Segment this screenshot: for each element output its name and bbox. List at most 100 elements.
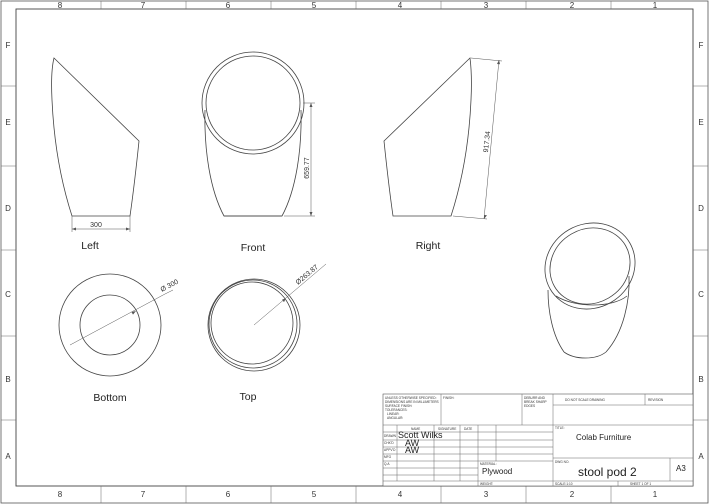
grid-column-labels-bottom: 8 7 6 5 4 3 2 1 — [58, 490, 658, 499]
grid-row-d: D — [5, 204, 11, 213]
top-diameter-value: Ø263.87 — [295, 264, 320, 287]
top-view-label: Top — [240, 391, 257, 403]
sheet-size: A3 — [676, 464, 686, 473]
svg-text:BREAK SHARP: BREAK SHARP — [524, 400, 547, 404]
top-view-inner — [210, 281, 294, 365]
weight-label: WEIGHT: — [480, 482, 493, 486]
grid-col-6: 6 — [226, 490, 231, 499]
grid-column-labels-top: 8 7 6 5 4 3 2 1 — [58, 1, 658, 10]
bottom-diameter-dimension: Ø 300 — [69, 279, 180, 346]
grid-row-f: F — [699, 41, 704, 50]
front-view-rim-outer — [201, 51, 305, 155]
deburr-note: DEBURR AND BREAK SHARP EDGES — [524, 396, 547, 408]
front-view: 659.77 Front — [201, 51, 315, 254]
row-role-qa: Q.A — [384, 462, 390, 466]
row-role-drawn: DRAWN — [384, 434, 397, 438]
right-height-value: 917.34 — [483, 131, 492, 153]
inner-border — [15, 8, 694, 487]
grid-col-4: 4 — [398, 490, 403, 499]
isometric-view — [544, 222, 636, 359]
top-view-middle — [208, 279, 298, 369]
right-view-label: Right — [416, 240, 441, 252]
left-view-outline — [51, 57, 140, 217]
grid-row-f: F — [6, 41, 11, 50]
svg-text:ANGULAR:: ANGULAR: — [387, 416, 403, 420]
right-view-outline — [383, 57, 472, 217]
grid-col-3: 3 — [484, 490, 489, 499]
grid-col-2: 2 — [570, 1, 575, 10]
grid-col-4: 4 — [398, 1, 403, 10]
scale-label: SCALE:1:10 — [555, 482, 573, 486]
svg-text:DIMENSIONS ARE IN MILLIMETERS: DIMENSIONS ARE IN MILLIMETERS — [385, 400, 439, 404]
grid-row-a: A — [5, 452, 11, 461]
title-block-rows: DRAWN Scott Wilks CHK'D AW APPV'D AW MFG… — [384, 430, 443, 466]
row-name-drawn: Scott Wilks — [398, 430, 443, 440]
svg-text:TOLERANCES:: TOLERANCES: — [385, 408, 408, 412]
row-name-checked: AW — [405, 438, 420, 448]
company-name: Colab Furniture — [576, 433, 632, 442]
left-view-label: Left — [81, 240, 99, 252]
row-name-approved: AW — [405, 445, 420, 455]
grid-col-8: 8 — [58, 490, 63, 499]
bottom-view-label: Bottom — [93, 392, 127, 404]
top-view-outer — [207, 278, 301, 372]
left-view: 300 Left — [51, 57, 140, 252]
iso-rim-outer — [544, 222, 636, 310]
left-width-value: 300 — [90, 222, 102, 229]
grid-col-5: 5 — [312, 490, 317, 499]
front-view-body — [204, 109, 302, 217]
revision-label: REVISION — [648, 398, 664, 402]
svg-text:DEBURR AND: DEBURR AND — [524, 396, 546, 400]
right-view: 917.34 Right — [383, 57, 503, 252]
col-signature-header: SIGNATURE — [438, 427, 456, 431]
sheet-number: SHEET 1 OF 1 — [630, 482, 651, 486]
grid-row-b: B — [698, 375, 703, 384]
title-block: UNLESS OTHERWISE SPECIFIED: DIMENSIONS A… — [382, 393, 694, 487]
grid-row-labels-right: F E D C B A — [698, 41, 704, 461]
material-label: MATERIAL: — [480, 462, 497, 466]
iso-rim-inner — [549, 227, 631, 305]
col-name-header: NAME — [411, 427, 420, 431]
grid-row-c: C — [698, 290, 704, 299]
row-role-approved: APPV'D — [384, 448, 396, 452]
grid-row-a: A — [698, 452, 704, 461]
grid-col-2: 2 — [570, 490, 575, 499]
do-not-scale-note: DO NOT SCALE DRAWING — [565, 398, 605, 402]
col-date-header: DATE — [464, 427, 472, 431]
iso-inner-seat — [555, 295, 628, 306]
svg-text:LINEAR:: LINEAR: — [387, 412, 400, 416]
front-view-rim-inner — [205, 55, 301, 151]
front-view-label: Front — [241, 242, 266, 254]
grid-row-e: E — [5, 118, 10, 127]
grid-row-b: B — [5, 375, 10, 384]
svg-text:SURFACE FINISH:: SURFACE FINISH: — [385, 404, 412, 408]
grid-col-8: 8 — [58, 1, 63, 10]
iso-body-left — [547, 289, 565, 353]
grid-col-3: 3 — [484, 1, 489, 10]
front-height-dimension: 659.77 — [284, 102, 315, 217]
row-role-checked: CHK'D — [384, 441, 394, 445]
grid-col-7: 7 — [141, 490, 146, 499]
iso-base — [563, 351, 607, 359]
grid-row-e: E — [698, 118, 703, 127]
iso-body-right — [605, 275, 630, 353]
material-value: Plywood — [482, 467, 512, 476]
grid-row-labels-left: F E D C B A — [5, 41, 11, 461]
title-label: TITLE: — [555, 426, 565, 430]
finish-label: FINISH: — [443, 396, 454, 400]
grid-col-6: 6 — [226, 1, 231, 10]
right-height-dimension: 917.34 — [452, 57, 503, 220]
grid-row-c: C — [5, 290, 11, 299]
dwg-no-value: stool pod 2 — [578, 465, 637, 479]
grid-col-5: 5 — [312, 1, 317, 10]
dwg-no-label: DWG NO. — [555, 460, 569, 464]
bottom-view-inner — [79, 294, 141, 356]
front-height-value: 659.77 — [304, 157, 311, 179]
svg-text:EDGES: EDGES — [524, 404, 535, 408]
grid-col-7: 7 — [141, 1, 146, 10]
top-diameter-dimension: Ø263.87 — [253, 263, 327, 326]
grid-col-1: 1 — [653, 490, 658, 499]
bottom-view: Ø 300 Bottom — [58, 273, 180, 404]
